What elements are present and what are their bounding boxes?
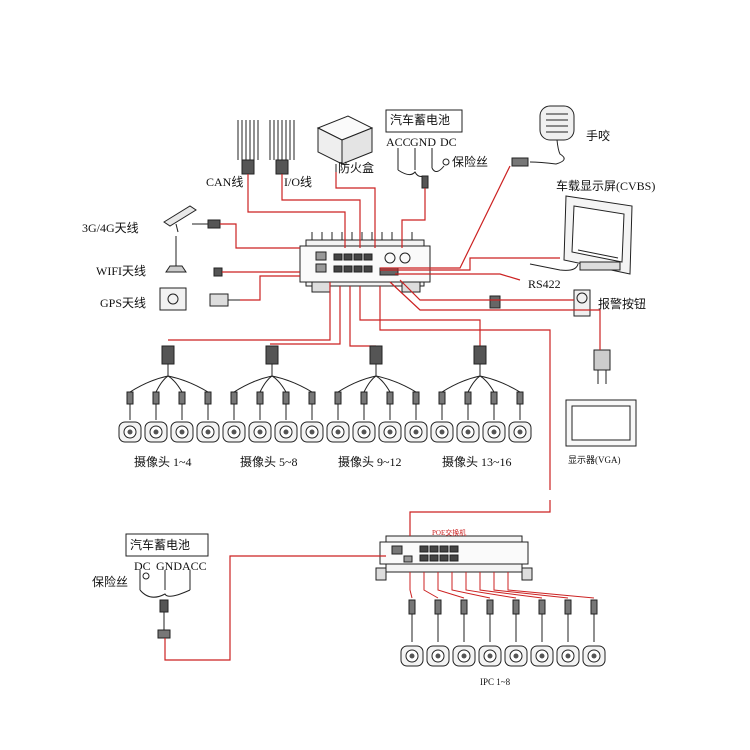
poe-switch-label: POE交换机 bbox=[432, 529, 467, 537]
acc-top-label: ACC bbox=[386, 135, 411, 149]
wifi-antenna-label: WIFI天线 bbox=[96, 264, 146, 278]
camera-icon-8 bbox=[300, 421, 324, 443]
fireproof-box-icon bbox=[316, 115, 374, 172]
ipc-camera-icon-3 bbox=[452, 645, 476, 667]
ipc-camera-icon-6 bbox=[530, 645, 554, 667]
battery-top-box bbox=[385, 109, 463, 133]
gps-antenna-label: GPS天线 bbox=[100, 296, 147, 310]
ipc-camera-icon-1 bbox=[400, 645, 424, 667]
camera-icon-2 bbox=[144, 421, 168, 443]
microphone-label: 手咬 bbox=[586, 129, 611, 143]
poe-switch-unit bbox=[375, 535, 533, 581]
microphone-icon bbox=[511, 105, 575, 167]
camera-icon-16 bbox=[508, 421, 532, 443]
camera-icon-3 bbox=[170, 421, 194, 443]
acc-bottom-label: ACC bbox=[182, 559, 207, 573]
4g-antenna-label: 3G/4G天线 bbox=[82, 221, 139, 235]
vga-monitor-label: 显示器(VGA) bbox=[568, 455, 621, 465]
camera-icon-6 bbox=[248, 421, 272, 443]
camera-icon-13 bbox=[430, 421, 454, 443]
ipc-camera-icon-2 bbox=[426, 645, 450, 667]
alarm-button-icon bbox=[489, 289, 591, 317]
can-wire-bundle-icon bbox=[237, 120, 259, 175]
4g-antenna-icon bbox=[163, 205, 221, 233]
camera-icon-7 bbox=[274, 421, 298, 443]
wifi-antenna-icon bbox=[165, 236, 223, 277]
io-wire-label: I/O线 bbox=[284, 175, 312, 189]
camera-icon-15 bbox=[482, 421, 506, 443]
gnd-bottom-label: GND bbox=[156, 559, 182, 573]
battery-bottom-label: 汽车蓄电池 bbox=[130, 538, 191, 552]
fuse-top-label: 保险丝 bbox=[452, 155, 489, 169]
io-wire-bundle-icon bbox=[269, 120, 295, 175]
ipc-camera-icon-8 bbox=[582, 645, 606, 667]
camera-hub-connector-4 bbox=[473, 345, 487, 365]
dc-bottom-label: DC bbox=[134, 559, 151, 573]
ipc-camera-icon-4 bbox=[478, 645, 502, 667]
fireproof-box-label: 防火盒 bbox=[338, 161, 375, 175]
ipc-camera-icon-7 bbox=[556, 645, 580, 667]
camera-hub-connector-2 bbox=[265, 345, 279, 365]
gps-antenna-icon bbox=[159, 287, 240, 311]
gnd-top-label: GND bbox=[410, 135, 436, 149]
can-wire-label: CAN线 bbox=[206, 175, 244, 189]
camera-icon-10 bbox=[352, 421, 376, 443]
fuse-bottom-label: 保险丝 bbox=[92, 575, 129, 589]
camera-group-4-label: 摄像头 13~16 bbox=[442, 455, 512, 469]
battery-bottom-box bbox=[125, 533, 209, 557]
camera-hub-connector-1 bbox=[161, 345, 175, 365]
alarm-button-label: 报警按钮 bbox=[598, 297, 647, 311]
camera-icon-11 bbox=[378, 421, 402, 443]
camera-icon-12 bbox=[404, 421, 428, 443]
camera-icon-5 bbox=[222, 421, 246, 443]
camera-group-3-label: 摄像头 9~12 bbox=[338, 455, 402, 469]
camera-icon-4 bbox=[196, 421, 220, 443]
camera-icon-1 bbox=[118, 421, 142, 443]
cvbs-monitor-label: 车载显示屏(CVBS) bbox=[556, 179, 656, 193]
camera-icon-9 bbox=[326, 421, 350, 443]
rs422-label: RS422 bbox=[528, 277, 561, 291]
ipc-group-label: IPC 1~8 bbox=[480, 677, 511, 687]
ipc-camera-icon-5 bbox=[504, 645, 528, 667]
camera-group-1-label: 摄像头 1~4 bbox=[134, 455, 192, 469]
camera-group-2-label: 摄像头 5~8 bbox=[240, 455, 298, 469]
dc-top-label: DC bbox=[440, 135, 457, 149]
dvr-main-unit bbox=[299, 232, 431, 293]
vga-monitor-icon bbox=[565, 349, 637, 447]
camera-icon-14 bbox=[456, 421, 480, 443]
battery-top-label: 汽车蓄电池 bbox=[390, 113, 451, 127]
camera-hub-connector-3 bbox=[369, 345, 383, 365]
cvbs-monitor-icon bbox=[529, 195, 633, 275]
